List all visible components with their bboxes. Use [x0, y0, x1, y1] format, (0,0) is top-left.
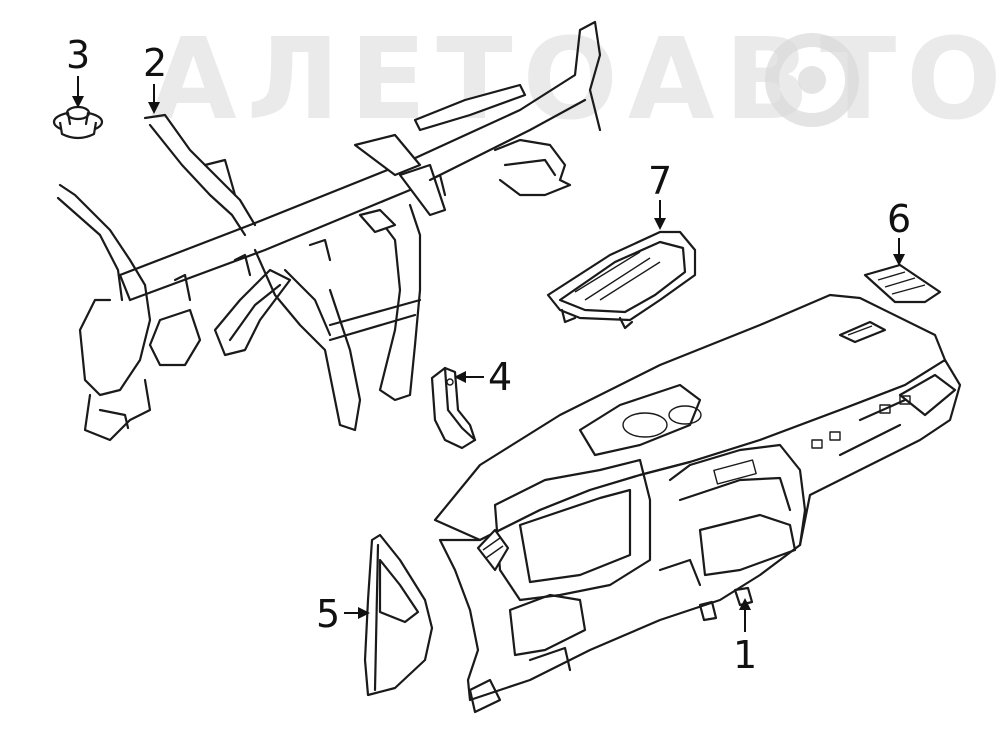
callout-1[interactable]: 1	[733, 598, 757, 677]
callout-label-4: 4	[488, 355, 512, 399]
callout-label-3: 3	[66, 33, 90, 77]
callout-label-6: 6	[887, 197, 911, 241]
part-display-bezel[interactable]	[546, 230, 697, 330]
callout-4[interactable]: 4	[454, 355, 512, 399]
part-end-cap[interactable]	[363, 533, 434, 697]
callout-label-7: 7	[648, 159, 672, 203]
callout-label-1: 1	[733, 633, 757, 677]
callout-7[interactable]: 7	[648, 159, 672, 230]
callout-5[interactable]: 5	[316, 592, 370, 636]
watermark-text: АЛЕТОАВТО	[150, 15, 1000, 145]
part-crosscar-beam[interactable]	[56, 20, 602, 442]
watermark: АЛЕТОАВТО	[150, 15, 1000, 145]
callout-2[interactable]: 2	[143, 41, 167, 114]
callout-label-5: 5	[316, 592, 340, 636]
callout-6[interactable]: 6	[887, 197, 911, 266]
callout-3[interactable]: 3	[66, 33, 90, 108]
part-nut-clip[interactable]	[52, 105, 104, 140]
gear-icon	[765, 33, 859, 127]
part-air-vent[interactable]	[863, 263, 942, 304]
callout-label-2: 2	[143, 41, 167, 85]
part-side-bracket[interactable]	[430, 366, 477, 450]
part-instrument-panel[interactable]	[433, 293, 962, 714]
